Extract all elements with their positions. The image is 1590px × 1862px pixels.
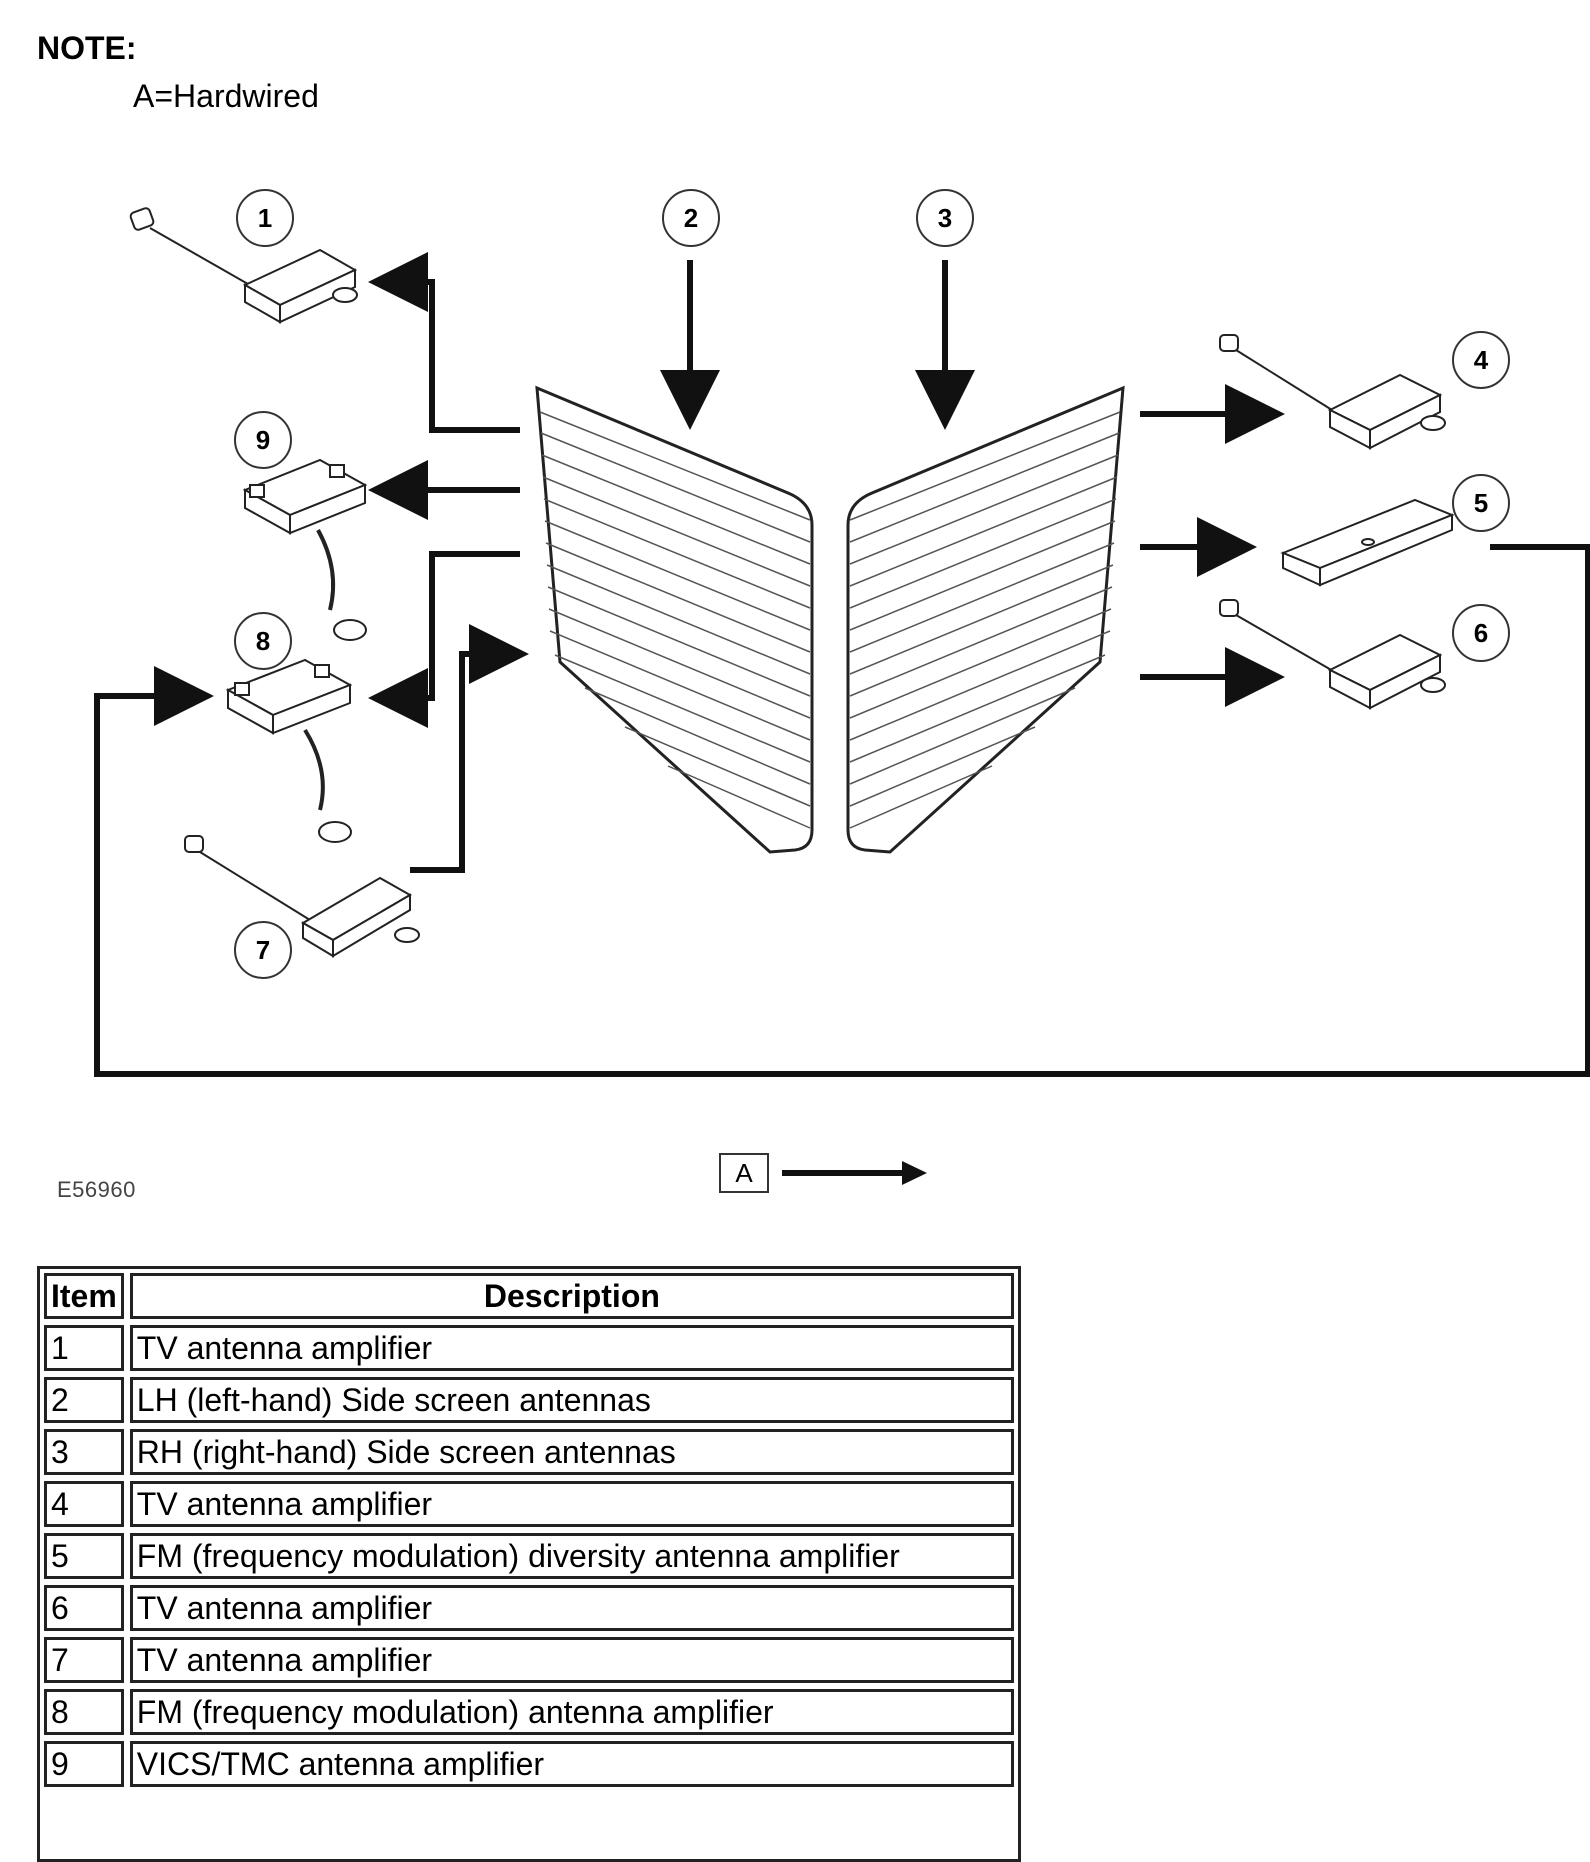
item-number: 7 (44, 1637, 124, 1683)
lh-side-screen-antenna (535, 385, 814, 854)
column-header-item: Item (44, 1273, 124, 1319)
note-text: A=Hardwired (133, 78, 319, 114)
svg-text:6: 6 (1474, 618, 1488, 648)
svg-text:5: 5 (1474, 488, 1488, 518)
svg-text:8: 8 (256, 626, 270, 656)
callout-7: 7 (234, 921, 292, 979)
callout-1: 1 (236, 189, 294, 247)
item-number: 5 (44, 1533, 124, 1579)
amplifier-1 (129, 207, 358, 324)
item-description: RH (right-hand) Side screen antennas (129, 1429, 1014, 1475)
callout-2: 2 (662, 189, 720, 247)
amplifier-6 (1219, 599, 1446, 710)
item-description: TV antenna amplifier (129, 1325, 1014, 1371)
callout-6: 6 (1452, 604, 1510, 662)
item-description: VICS/TMC antenna amplifier (129, 1741, 1014, 1787)
item-number: 1 (44, 1325, 124, 1371)
svg-text:4: 4 (1474, 345, 1489, 375)
item-number: 3 (44, 1429, 124, 1475)
amplifier-5 (1280, 498, 1455, 587)
item-description: TV antenna amplifier (129, 1637, 1014, 1683)
item-number: 8 (44, 1689, 124, 1735)
table-header-row: Item Description (44, 1273, 1014, 1319)
item-number: 4 (44, 1481, 124, 1527)
item-description: TV antenna amplifier (129, 1585, 1014, 1631)
amplifier-9 (242, 458, 368, 641)
item-number: 9 (44, 1741, 124, 1787)
rh-side-screen-antenna (846, 385, 1125, 854)
callout-8: 8 (234, 612, 292, 670)
item-number: 2 (44, 1377, 124, 1423)
amplifier-7 (184, 835, 420, 958)
connection-arrows (94, 252, 1590, 1077)
svg-text:2: 2 (684, 203, 698, 233)
callout-4: 4 (1452, 331, 1510, 389)
antenna-diagram: 1 2 3 4 5 6 7 8 9 (94, 189, 1590, 1077)
callout-9: 9 (234, 411, 292, 469)
column-header-description: Description (129, 1273, 1014, 1319)
callout-5: 5 (1452, 474, 1510, 532)
legend-hardwired-key: A (719, 1153, 769, 1193)
svg-text:9: 9 (256, 425, 270, 455)
legend-arrow-icon (782, 1161, 927, 1185)
item-description: FM (frequency modulation) diversity ante… (129, 1533, 1014, 1579)
amplifier-4 (1219, 334, 1446, 450)
figure-id: E56960 (57, 1177, 136, 1202)
svg-text:7: 7 (256, 935, 270, 965)
item-number: 6 (44, 1585, 124, 1631)
note-heading: NOTE: (37, 30, 137, 66)
svg-text:1: 1 (258, 203, 272, 233)
amplifier-8 (225, 658, 353, 843)
item-description: FM (frequency modulation) antenna amplif… (129, 1689, 1014, 1735)
callout-3: 3 (916, 189, 974, 247)
item-description: LH (left-hand) Side screen antennas (129, 1377, 1014, 1423)
item-description: TV antenna amplifier (129, 1481, 1014, 1527)
svg-text:3: 3 (938, 203, 952, 233)
